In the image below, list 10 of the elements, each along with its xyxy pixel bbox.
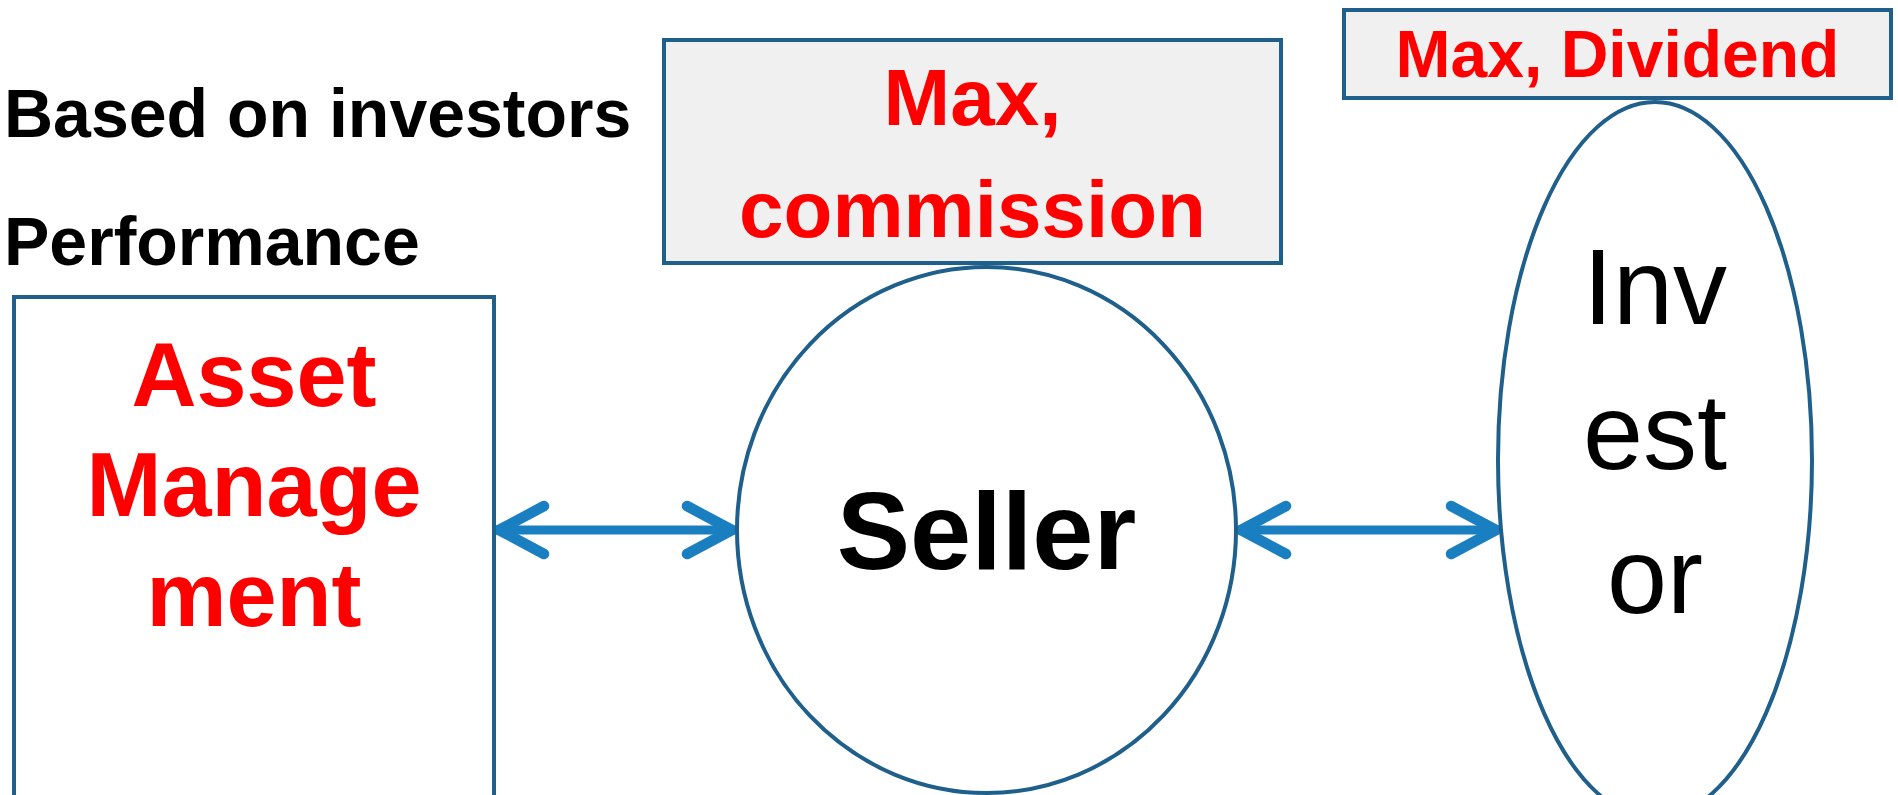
investor-text: Inv est or bbox=[1581, 225, 1729, 639]
asset-management-text: Asset Manage ment bbox=[85, 324, 423, 647]
note-text: Based on investors Performance bbox=[4, 74, 633, 281]
dividend-text: Max, Dividend bbox=[1394, 17, 1841, 91]
asset-management-box bbox=[12, 295, 496, 795]
seller-circle bbox=[735, 265, 1238, 795]
dividend-box bbox=[1342, 8, 1893, 100]
commission-text: Max, commission bbox=[738, 52, 1207, 256]
commission-box bbox=[662, 38, 1283, 265]
seller-text: Seller bbox=[835, 469, 1138, 591]
